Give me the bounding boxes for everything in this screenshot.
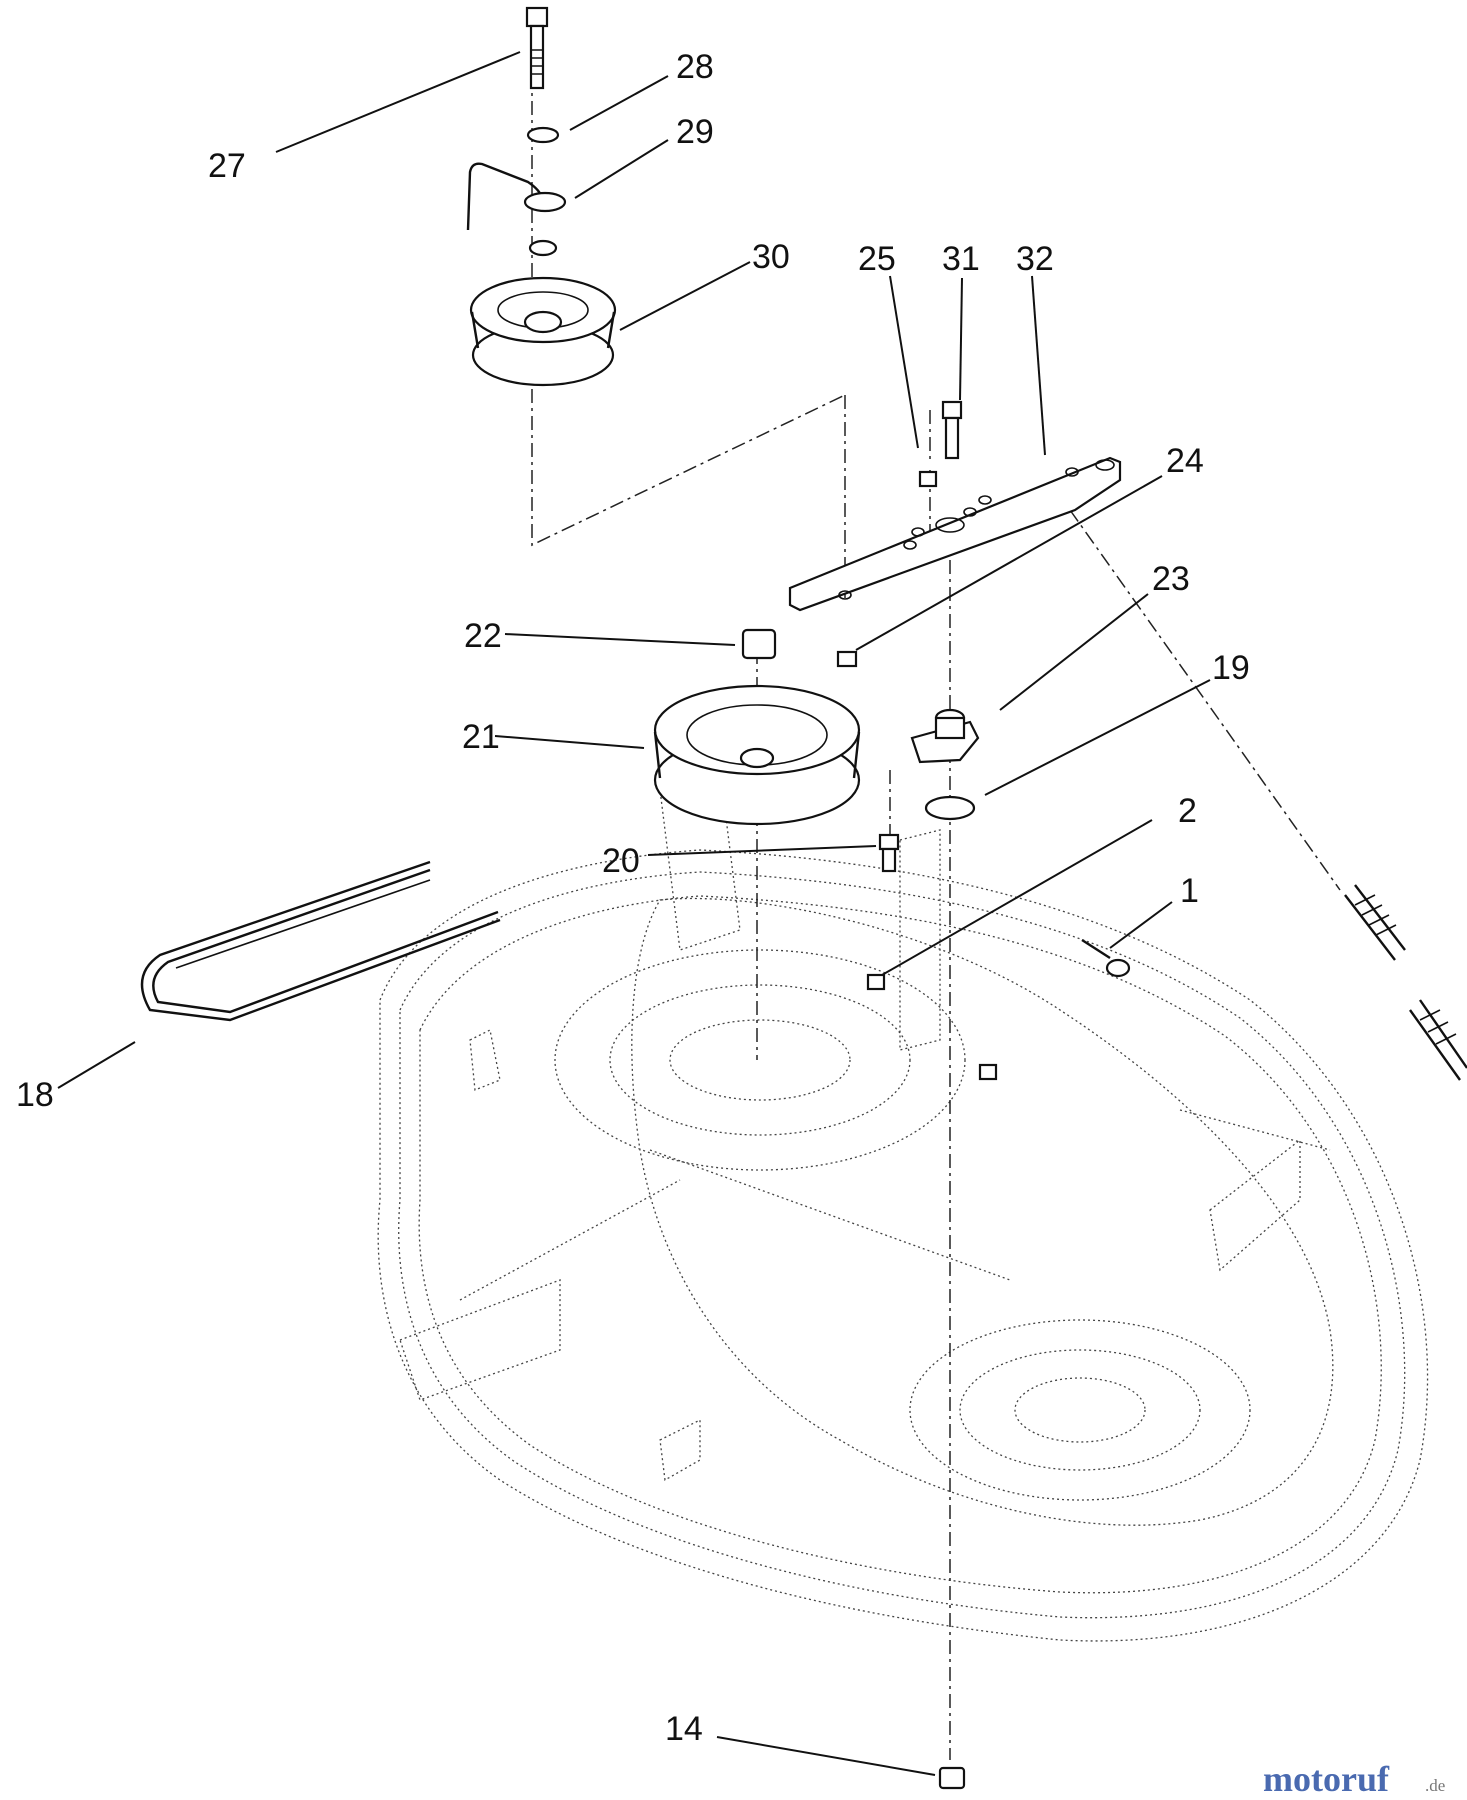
- callout-18: 18: [16, 1076, 54, 1114]
- callout-22: 22: [464, 617, 502, 655]
- bracket-nut: [978, 1063, 998, 1081]
- callout-28: 28: [676, 48, 714, 86]
- callout-14: 14: [665, 1710, 703, 1748]
- tension-spring: [1344, 884, 1467, 1081]
- callout-20: 20: [602, 842, 640, 880]
- part-30-idler-pulley: [469, 276, 617, 387]
- part-31-shoulder-bolt: [941, 400, 963, 460]
- watermark-logo: motoruf .de: [1263, 1759, 1445, 1799]
- part-27-bolt: [525, 6, 549, 90]
- mower-deck: [377, 769, 1429, 1642]
- svg-text:.de: .de: [1425, 1776, 1445, 1795]
- callout-29: 29: [676, 113, 714, 151]
- svg-text:motoruf: motoruf: [1263, 1759, 1390, 1799]
- part-29-wire-hook: [466, 162, 567, 231]
- part-1-eye-bolt: [1081, 938, 1131, 978]
- part-2-nut: [866, 973, 886, 991]
- callout-19: 19: [1212, 649, 1250, 687]
- callout-1: 1: [1180, 872, 1199, 910]
- part-23-pivot-flange: [910, 708, 980, 764]
- callout-30: 30: [752, 238, 790, 276]
- callout-31: 31: [942, 240, 980, 278]
- leader-lines: [57, 51, 1211, 1776]
- callout-27: 27: [208, 147, 246, 185]
- part-18-belt: [140, 860, 501, 1022]
- part-24-nut: [836, 650, 858, 668]
- part-20-bolt: [878, 833, 900, 873]
- part-28-washer: [526, 126, 560, 144]
- callout-25: 25: [858, 240, 896, 278]
- part-21-drive-pulley: [653, 684, 861, 826]
- assembly-centerlines: [531, 20, 1341, 1760]
- part-14-nut: [938, 1766, 966, 1790]
- part-32-idler-arm: [788, 456, 1122, 612]
- callout-2: 2: [1178, 792, 1197, 830]
- part-22-nut: [741, 628, 777, 660]
- callout-23: 23: [1152, 560, 1190, 598]
- callout-32: 32: [1016, 240, 1054, 278]
- part-19-washer: [924, 795, 976, 821]
- callout-24: 24: [1166, 442, 1204, 480]
- callout-21: 21: [462, 718, 500, 756]
- part-29-spacer-washer: [528, 239, 558, 257]
- part-25-nut: [918, 470, 938, 488]
- callout-labels: 27 28 29 30 25 31 32 24 23 19 22 21 20 2…: [16, 48, 1250, 1748]
